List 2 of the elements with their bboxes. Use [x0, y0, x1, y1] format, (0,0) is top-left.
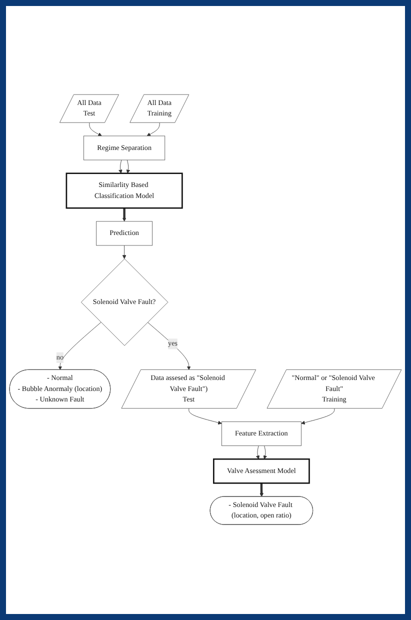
arrow [122, 208, 126, 222]
arrow [260, 484, 264, 498]
